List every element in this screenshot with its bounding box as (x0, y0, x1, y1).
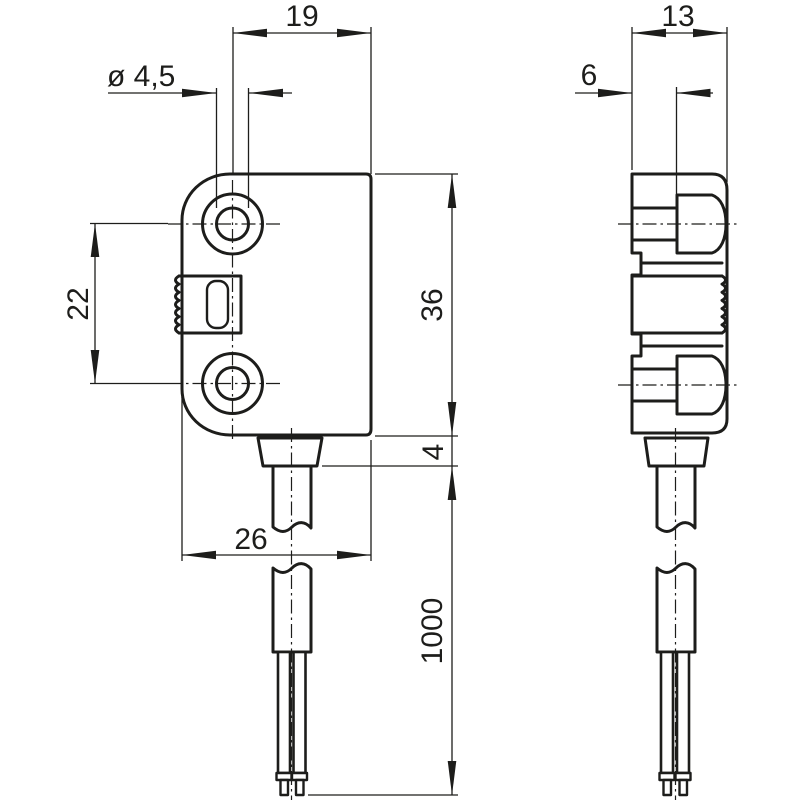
dim-label-cable-length: 1000 (416, 598, 449, 665)
arrowhead-bottom (447, 761, 457, 795)
arrowhead-left (182, 88, 217, 98)
front-cable-gland (256, 436, 324, 468)
arrowhead-top (447, 174, 457, 208)
front-wire-right (292, 650, 307, 775)
arrowhead-bottom (447, 402, 457, 436)
side-cable-gland (643, 436, 710, 468)
dimension-hole-spacing: 22 (62, 222, 168, 385)
arrowhead-right (337, 28, 371, 38)
side-ferrule-left-pin (662, 778, 673, 797)
dimension-hole-to-edge: 19 (232, 0, 372, 174)
front-body-outline (180, 172, 373, 437)
side-wire-right (675, 650, 691, 775)
dim-label-hole-to-edge: 19 (285, 0, 318, 33)
arrowhead-left (632, 28, 666, 38)
clamp-block (177, 274, 243, 335)
dimension-cable-length: 1000 (308, 466, 458, 796)
side-body-outline (630, 172, 729, 435)
front-wire-left (276, 650, 292, 775)
dimension-side-depth: 13 (631, 0, 728, 182)
side-ferrule-right-pin (678, 778, 689, 797)
arrowhead-right (693, 28, 727, 38)
dim-label-side-depth: 13 (661, 0, 694, 33)
dimension-hole-diameter: ø 4,5 (107, 60, 292, 208)
dimension-cable-axis-offset: 6 (575, 59, 713, 195)
front-cable-lower (271, 562, 313, 654)
arrowhead-right (248, 88, 283, 98)
side-cable-lower (655, 562, 697, 654)
dimension-body-height: 36 (375, 173, 458, 437)
arrowhead-left-outside (598, 88, 632, 98)
dim-label-hole-diameter: ø 4,5 (107, 60, 175, 93)
dimension-body-width: 26 (181, 397, 372, 561)
side-view (618, 172, 740, 800)
front-ferrule-left-pin (279, 778, 290, 797)
front-ferrule-right-pin (294, 778, 305, 797)
front-view (168, 172, 373, 800)
dim-label-body-width: 26 (234, 523, 267, 556)
arrowhead-left (182, 550, 216, 560)
arrowhead-top (90, 223, 100, 257)
dimension-gland-height: 4 (322, 436, 458, 500)
arrowhead-left (233, 28, 267, 38)
dim-label-cable-axis-offset: 6 (581, 59, 598, 92)
arrowhead-right (337, 550, 371, 560)
arrowhead-right-inside (676, 88, 711, 98)
arrowhead-bottom (90, 350, 100, 384)
side-wire-left (659, 650, 675, 775)
dim-label-body-height: 36 (416, 288, 449, 321)
clamp-knurl-edge (174, 274, 181, 335)
dim-label-gland-height: 4 (417, 444, 450, 461)
side-knurl-edge (720, 274, 727, 335)
dim-label-hole-spacing: 22 (62, 287, 95, 320)
clamp-slot (205, 279, 230, 330)
